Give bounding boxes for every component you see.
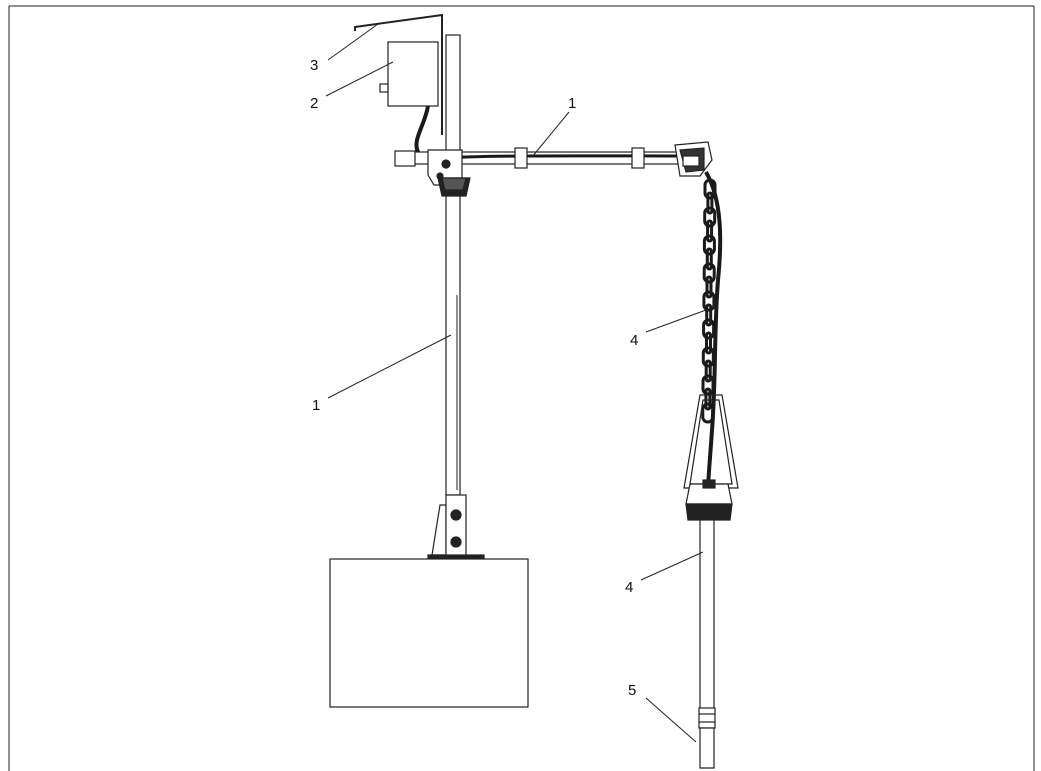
- mounting-housing: [379, 41, 439, 107]
- vertical-post: [445, 34, 461, 496]
- tank: [329, 558, 529, 708]
- chain-link: [702, 262, 716, 284]
- cover-plate: [354, 13, 443, 135]
- callout-4-tube: 4: [625, 579, 633, 596]
- post-clamp: [427, 149, 471, 197]
- chain-link: [706, 219, 714, 243]
- chain-link: [706, 191, 714, 215]
- chain-link: [705, 275, 713, 299]
- chain-link: [702, 318, 716, 340]
- chain-link: [702, 290, 716, 312]
- callout-2: 2: [310, 95, 318, 112]
- probe-head: [685, 479, 733, 521]
- callout-1-arm: 1: [568, 95, 576, 112]
- probe-tube: [699, 519, 715, 711]
- leader-lines: [325, 23, 707, 743]
- chain-cable: [704, 171, 723, 491]
- hanger-bracket: [683, 394, 739, 489]
- chain-link: [705, 247, 713, 271]
- chain-link: [704, 359, 712, 383]
- chain-link: [704, 387, 712, 411]
- probe-tip: [698, 707, 716, 769]
- post-foot-bracket: [427, 494, 485, 560]
- callout-5: 5: [628, 682, 636, 699]
- arm-end-fitting: [674, 141, 713, 177]
- chain-link: [703, 206, 717, 228]
- callout-1-post: 1: [312, 397, 320, 414]
- chain-link: [702, 234, 716, 256]
- horizontal-arm: [394, 147, 683, 169]
- callout-4-chain: 4: [630, 332, 638, 349]
- chain-link: [705, 331, 712, 355]
- chain-link: [705, 303, 713, 327]
- frame-border: [8, 5, 1035, 771]
- callout-labels: 3 2 1 1 4 4 5: [310, 57, 638, 699]
- callout-3: 3: [310, 57, 318, 74]
